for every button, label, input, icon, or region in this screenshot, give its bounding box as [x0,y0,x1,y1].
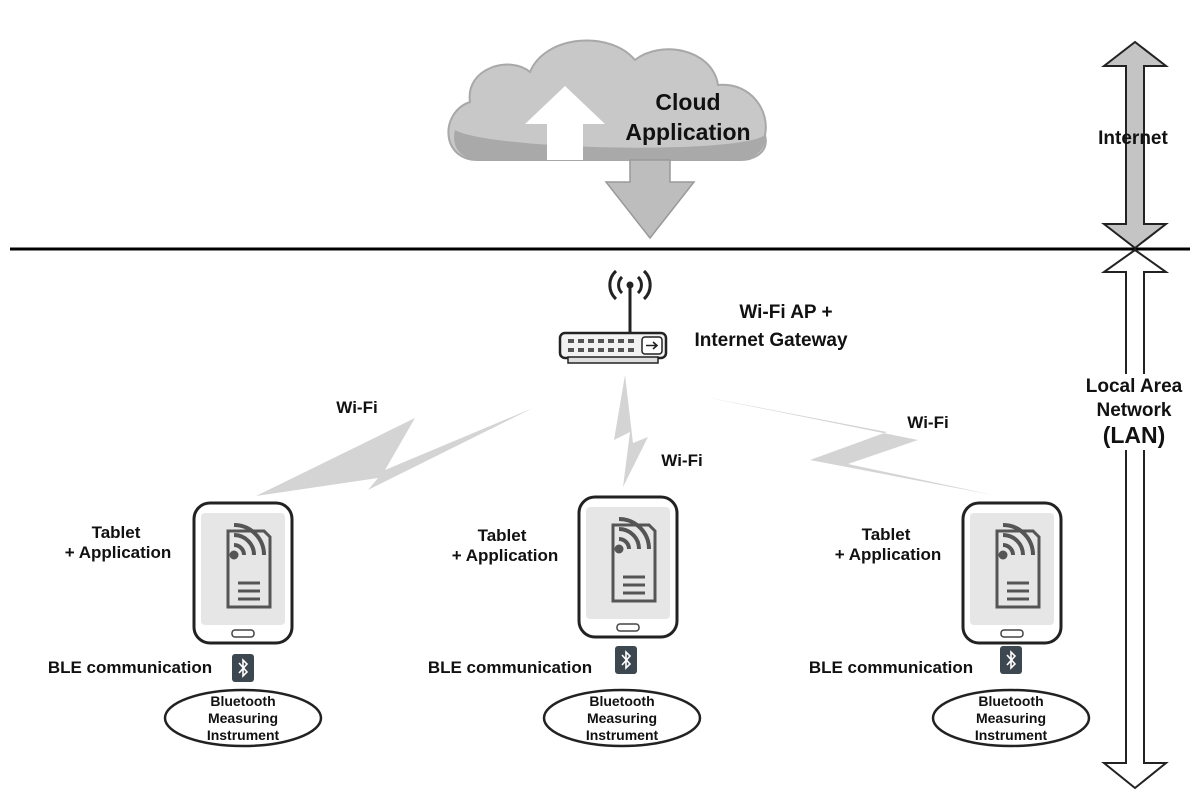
tablet-label-line1: Tablet [862,525,911,544]
tablet-icon [577,495,679,639]
tablet-icon [192,501,294,645]
tablet-label-line2: + Application [835,545,942,564]
tablet-label-line1: Tablet [92,523,141,542]
lan-label-line2: Network [1097,400,1172,421]
tablet-icon [961,501,1063,645]
tablet-label-line2: + Application [452,546,559,565]
lan-range-arrow [1078,248,1192,790]
internet-range-arrow [1101,40,1169,250]
wifi-link-right [705,397,993,495]
instrument-label-line2: Measuring [976,710,1046,726]
ble-label: BLE communication [48,658,212,677]
instrument-ellipse [163,688,323,748]
gateway-label-line1: Wi-Fi AP + [739,302,832,323]
instrument-label-line1: Bluetooth [589,693,654,709]
instrument-label-line3: Instrument [975,727,1048,743]
instrument-ellipse [931,688,1091,748]
wifi-link-middle [614,375,648,487]
cloud-label-line1: Cloud [655,89,720,115]
wifi-link-left [256,408,533,496]
ble-label: BLE communication [809,658,973,677]
instrument-label-line1: Bluetooth [978,693,1043,709]
wifi-router-icon [558,269,668,364]
lan-label-line3: (LAN) [1103,422,1166,448]
instrument-label-line2: Measuring [587,710,657,726]
wifi-label-right: Wi-Fi [907,413,948,432]
instrument-label-line3: Instrument [586,727,659,743]
bluetooth-icon [231,653,255,683]
gateway-label-line2: Internet Gateway [694,330,848,351]
tablet-label-line2: + Application [65,543,172,562]
ble-label: BLE communication [428,658,592,677]
cloud-label-line2: Application [625,119,750,145]
wifi-label-left: Wi-Fi [336,398,377,417]
cloud-icon [447,39,767,240]
instrument-label-line2: Measuring [208,710,278,726]
bluetooth-icon [614,645,638,675]
instrument-label-line3: Instrument [207,727,280,743]
instrument-ellipse [542,688,702,748]
tablet-label-line1: Tablet [478,526,527,545]
lan-label-line1: Local Area [1086,376,1183,397]
wifi-label-middle: Wi-Fi [661,451,702,470]
bluetooth-icon [999,645,1023,675]
internet-label: Internet [1098,128,1168,149]
instrument-label-line1: Bluetooth [210,693,275,709]
